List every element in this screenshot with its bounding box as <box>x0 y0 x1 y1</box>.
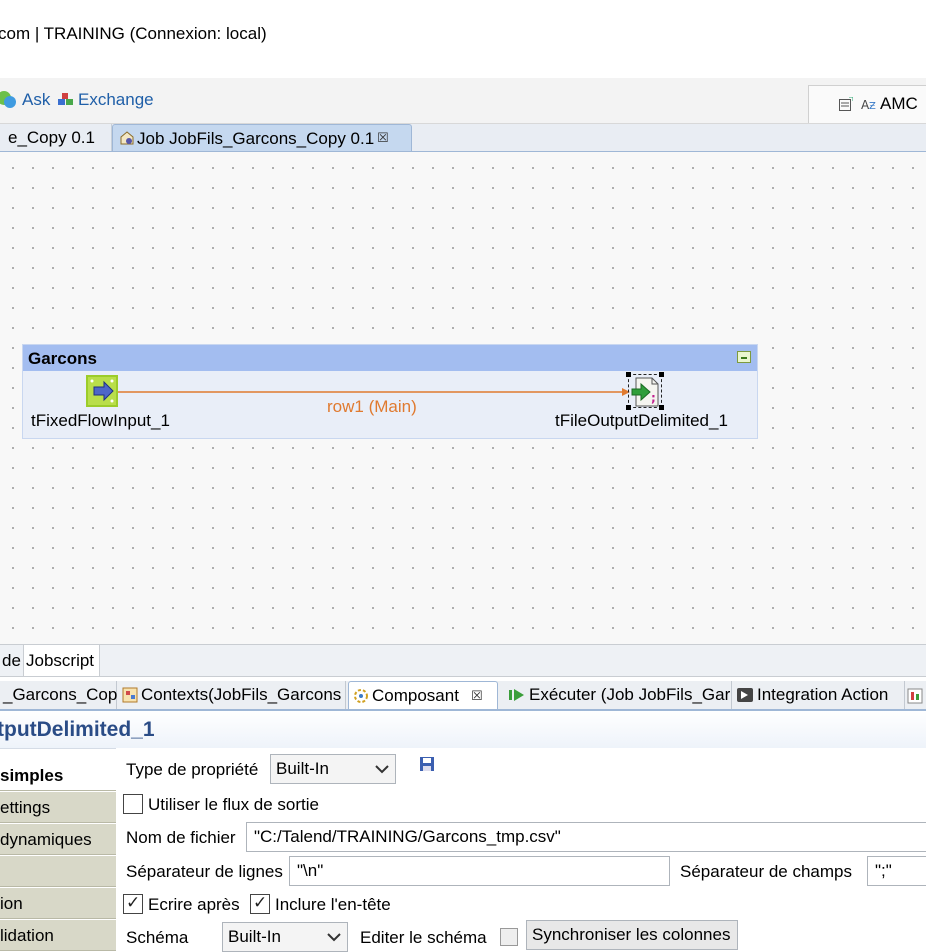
tab-designer[interactable]: de <box>0 645 24 676</box>
tab-job-jobfils[interactable]: Job JobFils_Garcons_Copy 0.1 ☒ <box>112 124 412 151</box>
ask-link[interactable]: Ask <box>22 90 51 109</box>
basic-settings-panel: Type de propriété Built-In Utiliser le f… <box>116 748 926 952</box>
tab-integration-action-label: Integration Action <box>757 685 889 704</box>
svg-text:Ƶ: Ƶ <box>869 101 876 111</box>
tab-designer-label: de <box>2 651 21 670</box>
svg-text:;: ; <box>651 391 656 405</box>
component-header: tputDelimited_1 <box>0 711 926 749</box>
window-title: com | TRAINING (Connexion: local) <box>0 24 267 43</box>
resize-handle-bl[interactable] <box>626 405 631 410</box>
exchange-icon <box>58 93 73 105</box>
tfileoutputdelimited-icon[interactable]: ; <box>630 376 662 408</box>
exchange-link[interactable]: Exchange <box>78 90 154 109</box>
run-icon <box>509 689 524 701</box>
job-icon <box>120 131 134 145</box>
nav-advanced-settings-label: ettings <box>0 798 51 817</box>
property-type-select[interactable]: Built-In <box>270 754 396 784</box>
field-separator-label: Séparateur de champs <box>680 862 852 881</box>
chevron-down-icon <box>327 933 341 942</box>
tab-job-view[interactable]: _Garcons_Cop <box>0 681 117 709</box>
tab-executer-label: Exécuter (Job JobFils_Gar <box>529 685 731 704</box>
field-separator-input[interactable]: ";" <box>867 856 926 886</box>
target-component-label[interactable]: tFileOutputDelimited_1 <box>555 411 728 430</box>
perspective-label[interactable]: AMC <box>880 94 918 113</box>
tab-composant[interactable]: Composant ☒ <box>348 681 498 709</box>
property-type-label: Type de propriété <box>126 760 259 779</box>
nav-documentation[interactable]: ion <box>0 888 116 919</box>
sync-columns-button[interactable]: Synchroniser les colonnes <box>526 920 738 950</box>
view-tab-bar: _Garcons_Cop Contexts(JobFils_Garcons Co… <box>0 681 926 711</box>
edit-schema-button[interactable] <box>500 928 518 946</box>
close-icon[interactable]: ☒ <box>471 688 483 703</box>
subjob-title: Garcons <box>28 349 97 368</box>
row-separator-label: Séparateur de lignes <box>126 862 283 881</box>
filename-value: "C:/Talend/TRAINING/Garcons_tmp.csv" <box>254 827 561 846</box>
schema-select[interactable]: Built-In <box>222 922 348 952</box>
schema-label: Schéma <box>126 928 189 947</box>
link-label[interactable]: row1 (Main) <box>327 397 417 416</box>
close-icon[interactable]: ☒ <box>377 130 389 145</box>
nav-dynamic-settings[interactable]: dynamiques <box>0 824 116 855</box>
tab-jobscript-label: Jobscript <box>26 651 95 670</box>
designer-tab-bar: de Jobscript <box>0 644 926 677</box>
editor-tab-bar: e_Copy 0.1 Job JobFils_Garcons_Copy 0.1 … <box>0 124 926 153</box>
more-views-icon[interactable] <box>907 688 923 704</box>
tab-executer[interactable]: Exécuter (Job JobFils_Gar <box>505 681 732 709</box>
tab-jobscript[interactable]: Jobscript <box>24 645 100 676</box>
title-bar: com | TRAINING (Connexion: local) <box>0 0 926 78</box>
composant-icon <box>354 689 368 703</box>
edit-schema-label: Editer le schéma <box>360 928 487 947</box>
filename-input[interactable]: "C:/Talend/TRAINING/Garcons_tmp.csv" <box>246 822 926 852</box>
save-icon[interactable] <box>419 756 435 772</box>
flow-link[interactable] <box>112 382 632 402</box>
resize-handle-tl[interactable] <box>626 372 631 377</box>
nav-advanced-settings[interactable]: ettings <box>0 792 116 823</box>
subjob-header[interactable]: Garcons <box>23 345 757 371</box>
include-header-label: Inclure l'en-tête <box>275 895 391 914</box>
nav-documentation-label: ion <box>0 894 23 913</box>
property-type-value: Built-In <box>276 759 329 778</box>
row-separator-input[interactable]: "\n" <box>289 856 670 886</box>
resize-handle-br[interactable] <box>659 405 664 410</box>
tab-job-copy[interactable]: e_Copy 0.1 <box>0 124 112 151</box>
settings-nav: simples ettings dynamiques ion lidation <box>0 748 116 951</box>
nav-view[interactable] <box>0 856 116 887</box>
tab-contexts-label: Contexts(JobFils_Garcons <box>141 685 342 704</box>
tab-integration-action[interactable]: Integration Action <box>733 681 905 709</box>
use-output-stream-label: Utiliser le flux de sortie <box>148 795 320 814</box>
schema-value: Built-In <box>228 927 281 946</box>
chevron-down-icon <box>375 765 389 774</box>
source-component-label[interactable]: tFixedFlowInput_1 <box>31 411 170 430</box>
append-checkbox[interactable] <box>123 893 143 914</box>
component-title: tputDelimited_1 <box>0 718 155 741</box>
selection-box <box>628 374 662 408</box>
ask-icon <box>0 91 16 108</box>
contexts-icon <box>122 687 138 703</box>
filename-label: Nom de fichier <box>126 828 236 847</box>
tab-job-jobfils-label: Job JobFils_Garcons_Copy 0.1 <box>137 129 375 148</box>
include-header-checkbox[interactable] <box>250 893 270 914</box>
tab-job-copy-label: e_Copy 0.1 <box>8 128 95 147</box>
append-label: Ecrire après <box>148 895 240 914</box>
tfixedflowinput-icon[interactable] <box>86 375 118 407</box>
open-perspective-icon[interactable] <box>839 97 853 111</box>
tab-composant-label: Composant <box>372 686 459 705</box>
tab-contexts[interactable]: Contexts(JobFils_Garcons <box>118 681 346 709</box>
sync-columns-label: Synchroniser les colonnes <box>532 925 731 944</box>
collapse-subjob-button[interactable] <box>737 351 751 363</box>
nav-basic-settings[interactable]: simples <box>0 760 116 791</box>
row-separator-value: "\n" <box>297 861 324 880</box>
use-output-stream-checkbox[interactable] <box>123 794 143 814</box>
svg-text:A: A <box>861 98 870 111</box>
nav-basic-settings-label: simples <box>0 766 64 785</box>
nav-dynamic-settings-label: dynamiques <box>0 830 92 849</box>
field-separator-value: ";" <box>875 861 892 880</box>
main-toolbar: Ask Exchange <box>0 78 926 124</box>
tab-job-view-label: _Garcons_Cop <box>3 685 118 704</box>
resize-handle-tr[interactable] <box>659 372 664 377</box>
integration-icon <box>737 688 753 702</box>
